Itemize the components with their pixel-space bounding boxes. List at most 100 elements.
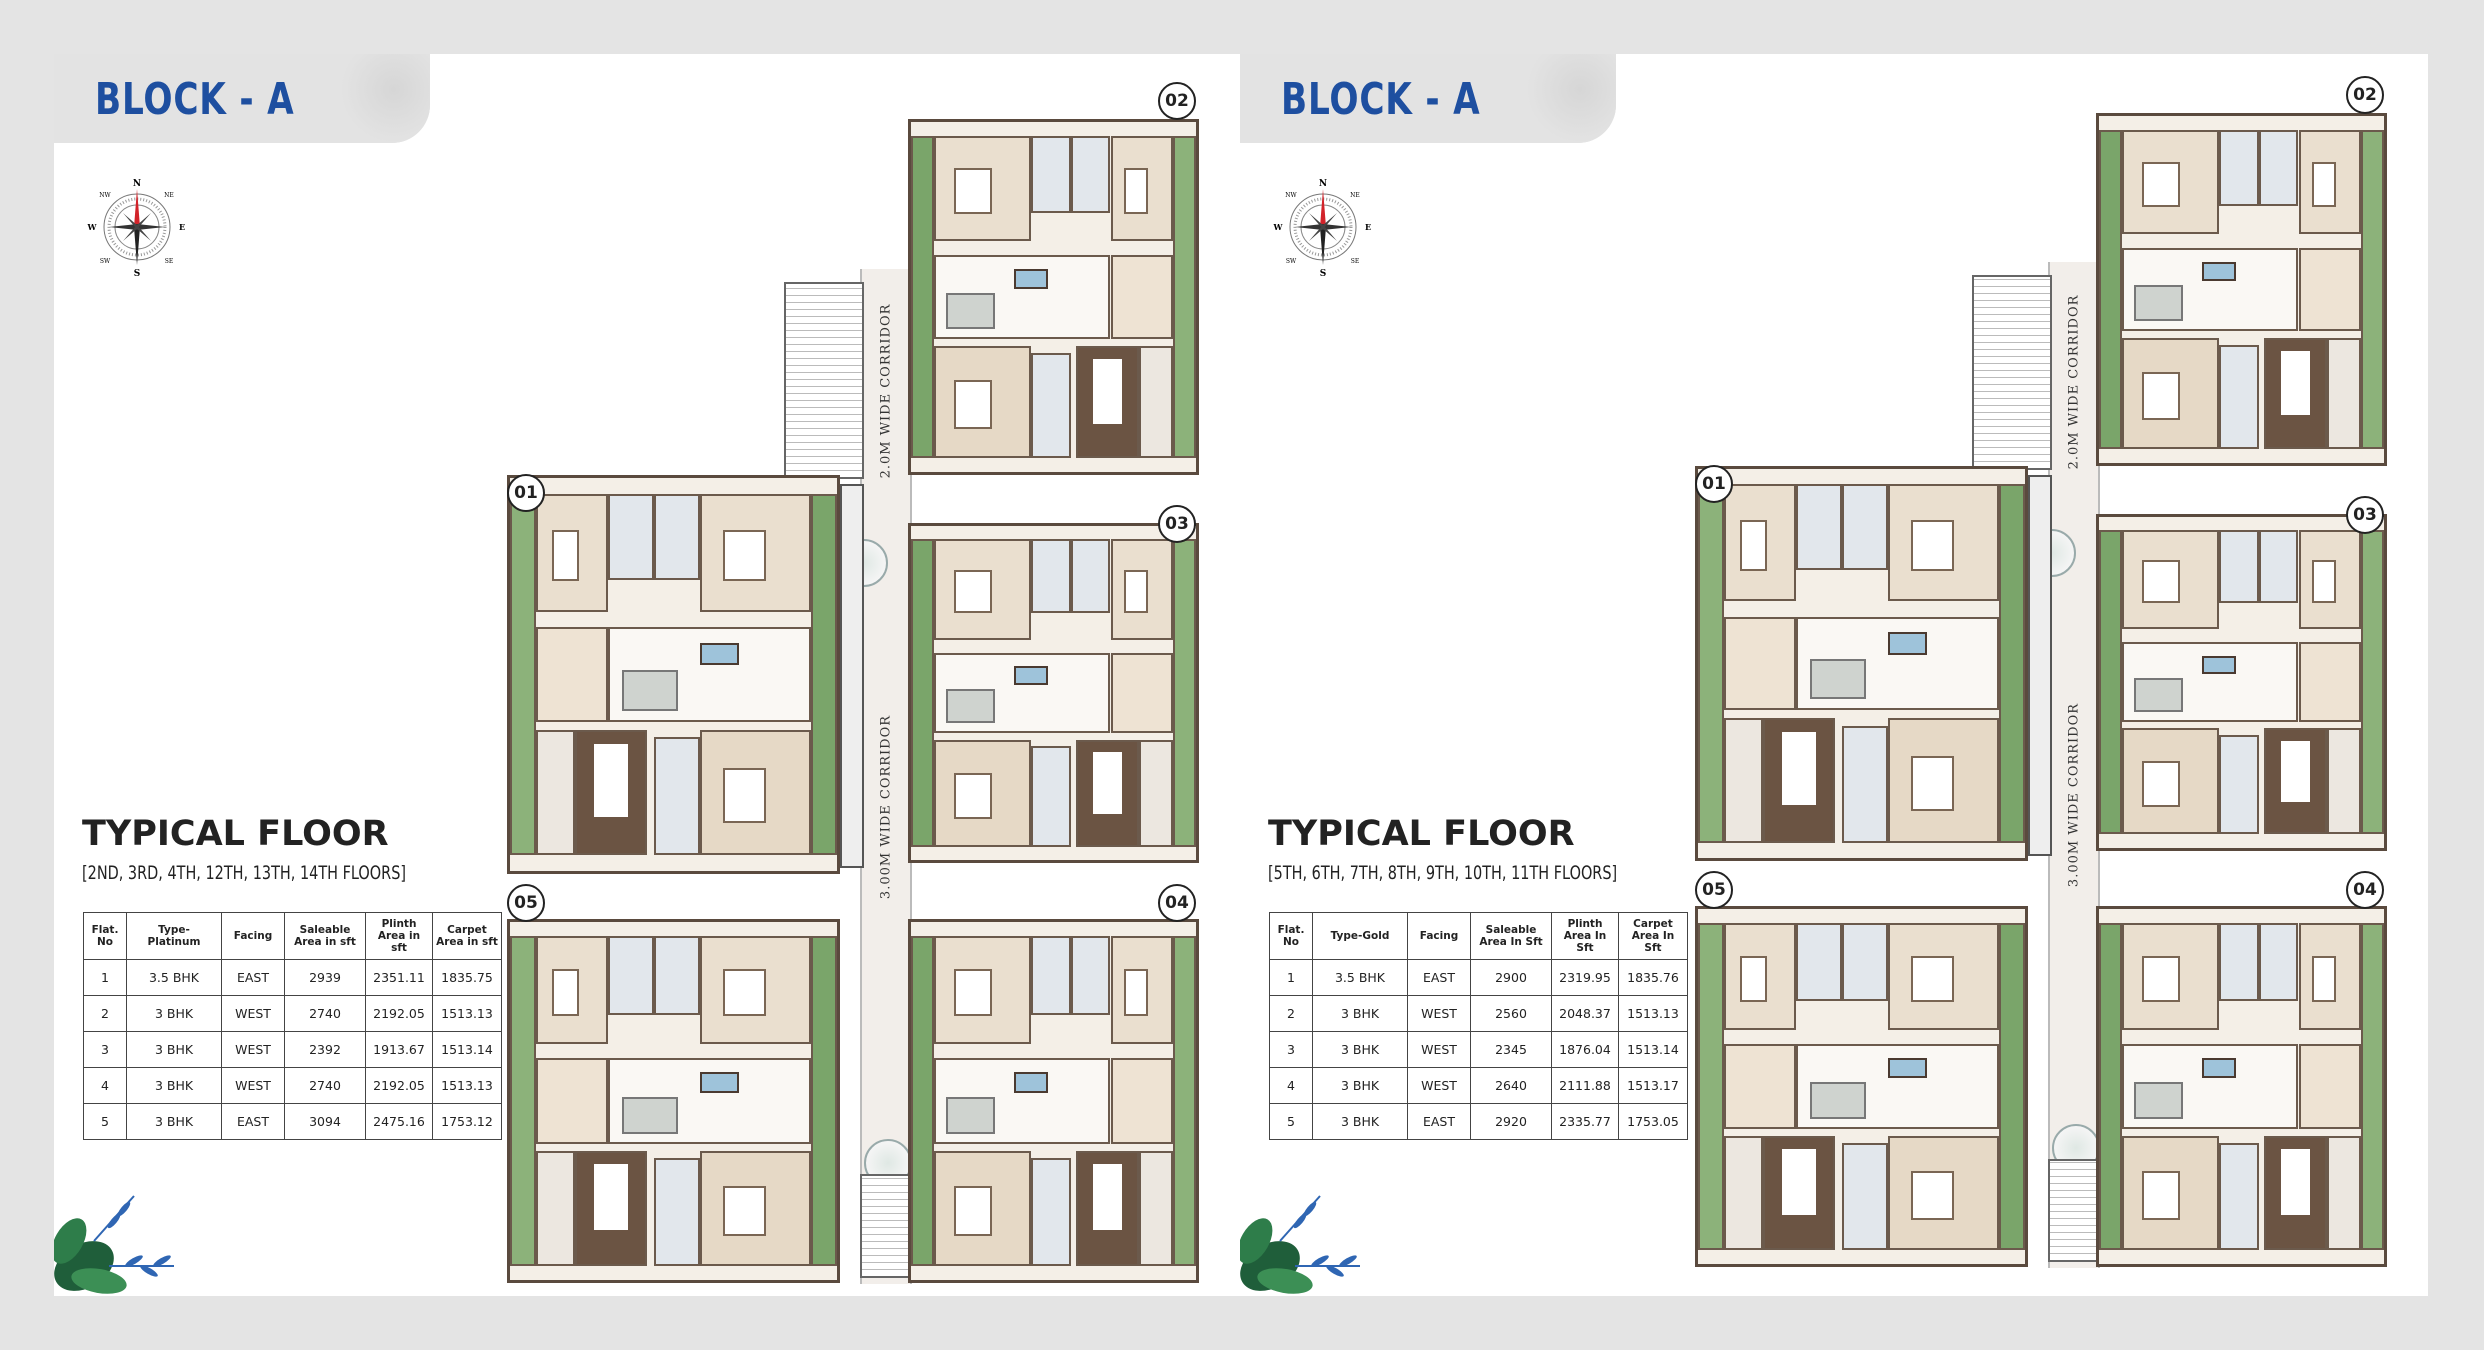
kitchen-island-icon — [2280, 350, 2311, 415]
cell-flat-no: 3 — [83, 1031, 127, 1068]
toilet-room — [1070, 936, 1111, 1016]
bed-icon — [2142, 372, 2180, 421]
toilet-room — [653, 1158, 700, 1266]
staircase — [860, 1174, 912, 1278]
col-type: Type- Platinum — [126, 912, 222, 960]
master-bedroom-room — [2121, 338, 2219, 450]
toilet-room — [1030, 136, 1071, 213]
cell-saleable: 2740 — [284, 995, 366, 1032]
balcony-room — [1698, 484, 1725, 843]
bedroom-room — [536, 493, 609, 612]
compass-w: W — [87, 222, 98, 232]
unit-number-badge: 05 — [1695, 871, 1733, 910]
sit-out-room — [536, 1058, 609, 1144]
cell-carpet: 1513.13 — [432, 995, 502, 1032]
bed-icon — [954, 380, 992, 429]
bed-icon — [1124, 969, 1148, 1016]
bed-icon — [2142, 560, 2180, 604]
compass-n: N — [1319, 179, 1327, 189]
col-saleable: Saleable Area In Sft — [1470, 912, 1552, 960]
living-dining-room — [608, 627, 811, 722]
area-table: Flat. No Type- Platinum Facing Saleable … — [83, 912, 502, 1140]
balcony-room — [810, 493, 837, 856]
bedroom-room — [2298, 529, 2362, 630]
cell-saleable: 2939 — [284, 959, 366, 996]
cell-flat-no: 1 — [83, 959, 127, 996]
col-facing: Facing — [1407, 912, 1471, 960]
bedroom-room — [1887, 923, 1999, 1030]
balcony-room — [810, 936, 837, 1266]
compass-ne: NE — [1350, 192, 1360, 199]
unit-number-badge: 01 — [507, 474, 545, 512]
flat-03 — [2096, 513, 2387, 851]
unit-number-badge: 05 — [507, 884, 545, 922]
toilet-room — [2258, 529, 2299, 603]
col-flat-no: Flat. No — [83, 912, 127, 960]
bedroom-room — [1110, 936, 1174, 1044]
compass-ne: NE — [164, 192, 174, 199]
balcony-room — [2099, 923, 2122, 1250]
bed-icon — [954, 570, 992, 614]
cell-facing: EAST — [221, 959, 285, 996]
toilet-room — [1070, 539, 1111, 613]
master-bedroom-room — [2121, 728, 2219, 835]
cell-saleable: 2392 — [284, 1031, 366, 1068]
kitchen-island-icon — [1092, 752, 1123, 814]
unit-number-badge: 03 — [1158, 505, 1196, 543]
cell-plinth: 2475.16 — [365, 1103, 433, 1140]
compass-nw: NW — [1285, 192, 1297, 199]
table-header-row: Flat. No Type- Platinum Facing Saleable … — [83, 912, 502, 960]
toilet-room — [1030, 936, 1071, 1016]
dining-table-icon — [1013, 269, 1049, 289]
bed-icon — [954, 1186, 992, 1236]
compass-icon: N S E W NE NW SE SW — [1273, 179, 1371, 277]
living-dining-room — [933, 1058, 1111, 1144]
staircase — [1972, 274, 2052, 470]
kitchen-island-icon — [594, 1164, 629, 1231]
bedroom-room — [1110, 136, 1174, 241]
master-bedroom-room — [2121, 1136, 2219, 1250]
unit-number-badge: 04 — [2346, 871, 2384, 910]
flat-03 — [908, 523, 1199, 863]
cell-carpet: 1513.14 — [1618, 1031, 1688, 1068]
dining-table-icon — [699, 642, 740, 666]
brochure-page-right: BLOCK - A N S E W NE NW SE SW TYPICAL FL… — [1240, 54, 2428, 1296]
dining-table-icon — [2201, 261, 2237, 282]
balcony-room — [2099, 129, 2122, 450]
balcony-room — [2361, 129, 2384, 450]
sit-out-room — [2298, 642, 2362, 722]
bedroom-room — [699, 936, 811, 1044]
compass-se: SE — [1351, 258, 1360, 265]
cell-type: 3 BHK — [1312, 1067, 1408, 1104]
cell-carpet: 1513.14 — [432, 1031, 502, 1068]
cell-saleable: 2345 — [1470, 1031, 1552, 1068]
compass-icon: N S E W NE NW SE SW — [87, 179, 185, 277]
bedroom-room — [699, 493, 811, 612]
balcony-room — [911, 539, 934, 847]
sofa-icon — [2134, 678, 2183, 713]
cell-carpet: 1753.05 — [1618, 1103, 1688, 1140]
cell-flat-no: 3 — [1269, 1031, 1313, 1068]
kitchen-room — [2264, 728, 2327, 835]
dining-table-icon — [2201, 1058, 2237, 1079]
sofa-icon — [1810, 659, 1866, 700]
cell-flat-no: 5 — [1269, 1103, 1313, 1140]
cell-type: 3.5 BHK — [1312, 959, 1408, 996]
cell-carpet: 1513.13 — [1618, 995, 1688, 1032]
compass-w: W — [1273, 222, 1284, 232]
block-title: BLOCK - A — [1281, 74, 1481, 125]
cell-saleable: 3094 — [284, 1103, 366, 1140]
floor-title: TYPICAL FLOOR — [1268, 814, 1575, 854]
col-flat-no: Flat. No — [1269, 912, 1313, 960]
bed-icon — [1124, 570, 1148, 614]
kitchen-room — [2264, 338, 2327, 450]
bed-icon — [2142, 161, 2180, 207]
living-dining-room — [2121, 642, 2299, 722]
bedroom-room — [2121, 529, 2219, 630]
toilet-room — [2218, 529, 2259, 603]
living-dining-room — [608, 1058, 811, 1144]
compass-s: S — [1320, 269, 1327, 277]
toilet-room — [608, 493, 654, 581]
dining-table-icon — [1013, 666, 1049, 686]
